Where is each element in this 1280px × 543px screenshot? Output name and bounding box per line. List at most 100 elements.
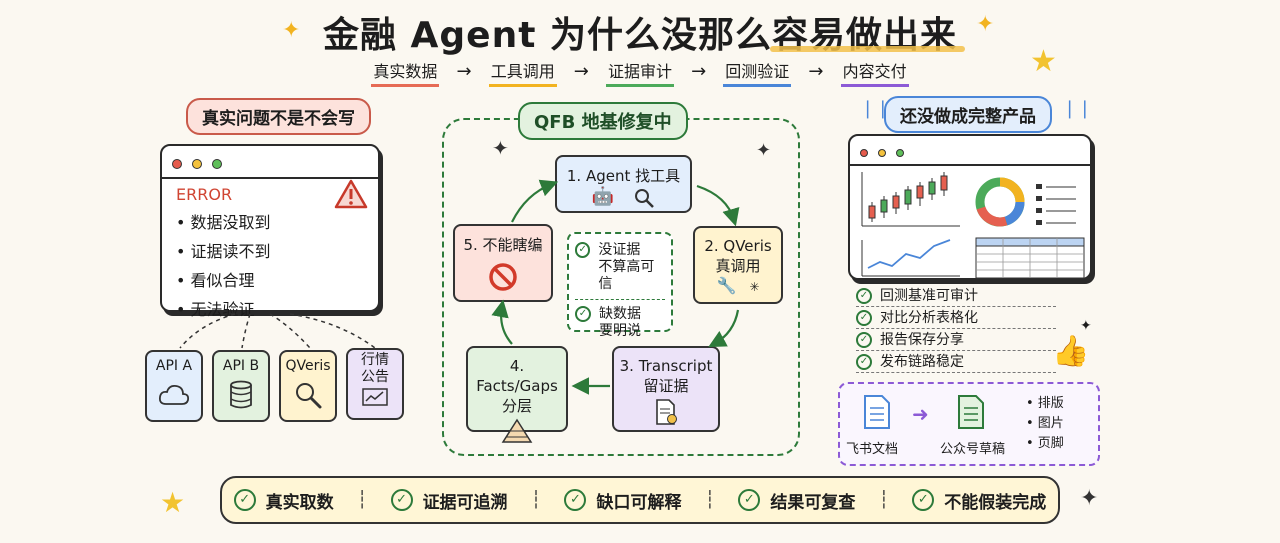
checklist-text: 回测基准可审计 (880, 288, 978, 304)
flow-step: 真实数据 (371, 58, 440, 87)
api-label: QVeris (285, 358, 331, 374)
arrow-right-icon: → (573, 61, 589, 82)
flow-step: 回测验证 (723, 58, 792, 87)
sparkle-icon: ✦ (492, 136, 509, 160)
check-icon: ✓ (390, 489, 413, 511)
error-list: • 数据没取到 • 证据读不到 • 看似合理 • 无法验证 (162, 209, 378, 320)
rule-row: ✓ 缺数据 要明说 (575, 306, 665, 340)
close-dot-icon (860, 149, 868, 157)
step-label: 5. 不能瞎编 (463, 236, 543, 254)
check-icon: ✓ (856, 310, 872, 326)
sparkle-icon: ✦ (282, 18, 301, 43)
error-window: ERROR • 数据没取到 • 证据读不到 • 看似合理 • 无法验证 (160, 144, 380, 319)
step-label: 1. Agent 找工具 (566, 167, 681, 185)
window-controls (162, 146, 378, 177)
principle-text: 真实取数 (265, 492, 334, 513)
robot-icon: 🤖 (591, 186, 615, 207)
maximize-dot-icon (212, 159, 223, 169)
principle-item: ✓证据可追溯 (390, 488, 508, 513)
document-icon (958, 395, 984, 429)
principle-item: ✓ 真实取数 (233, 488, 334, 513)
api-box-qveris: QVeris (279, 350, 337, 422)
principle-item: ✓缺口可解释 (564, 488, 681, 513)
step-box-4: 4. Facts/Gaps 分层 (466, 346, 568, 443)
list-item: • 页脚 (1026, 436, 1064, 451)
flow-step: 证据审计 (605, 58, 674, 87)
divider: ┆ (878, 490, 889, 510)
step-box-2: 2. QVeris 真调用 🔧 ✳ (693, 226, 783, 304)
document-check-icon (656, 399, 677, 425)
step-label: 2. QVeris 真调用 (704, 237, 772, 275)
check-icon: ✓ (912, 489, 935, 511)
arrow-right-icon: → (691, 61, 707, 82)
check-icon: ✓ (856, 288, 872, 304)
checklist-text: 报告保存分享 (880, 332, 964, 348)
arrow-right-icon: ➜ (912, 402, 929, 426)
database-icon (230, 380, 252, 409)
checklist-text: 发布链路稳定 (880, 354, 964, 370)
checklist-item: ✓ 发布链路稳定 (856, 351, 1056, 373)
wrench-icon: 🔧 (716, 276, 737, 295)
step-box-5: 5. 不能瞎编 (453, 224, 553, 302)
right-section-tag: 还没做成完整产品 (884, 96, 1052, 133)
sparkle-icon: ✦ (756, 140, 772, 161)
maximize-dot-icon (896, 149, 905, 157)
check-icon: ✓ (233, 489, 256, 511)
principle-text: 不能假装完成 (944, 492, 1047, 513)
arrow-right-icon: → (456, 61, 472, 82)
list-item: • 看似合理 (176, 271, 255, 290)
title-highlight (770, 46, 965, 52)
connector-lines (179, 313, 376, 349)
rule-text: 没证据 不算高可信 (598, 242, 655, 292)
rule-row: ✓ 没证据 不算高可信 (575, 242, 665, 293)
magnifier-icon (635, 188, 654, 208)
sparkle-icon: ❘❘ (860, 98, 891, 119)
dashboard-window (848, 134, 1092, 280)
check-icon: ✓ (564, 489, 587, 511)
api-box-market: 行情 公告 (346, 348, 404, 420)
flow-step: 工具调用 (488, 58, 557, 87)
flow-step: 内容交付 (840, 58, 909, 87)
rule-text: 缺数据 要明说 (599, 306, 641, 339)
sparkle-icon: ✳ (749, 280, 760, 294)
list-item: • 数据没取到 (176, 213, 271, 232)
list-item: • 排版 (1026, 396, 1064, 411)
prohibited-icon (489, 263, 517, 291)
arrow-right-icon: → (808, 61, 824, 82)
pyramid-icon (501, 418, 533, 443)
list-item: • 图片 (1026, 416, 1064, 431)
center-section-tag: QFB 地基修复中 (518, 102, 688, 140)
check-icon: ✓ (575, 306, 591, 322)
delivery-target: 公众号草稿 (940, 442, 1006, 457)
minimize-dot-icon (878, 149, 887, 157)
checklist-item: ✓ 回测基准可审计 (856, 285, 1056, 307)
step-box-3: 3. Transcript 留证据 (612, 346, 720, 432)
api-label: API B (222, 358, 260, 374)
star-icon: ★ (1030, 44, 1057, 79)
sparkle-icon: ❘❘ (1062, 98, 1093, 119)
window-controls (850, 136, 1090, 164)
checklist: ✓ 回测基准可审计 ✓ 对比分析表格化 ✓ 报告保存分享 ✓ 发布链路稳定 (856, 285, 1056, 373)
sparkle-icon: ✦ (1080, 318, 1092, 334)
check-icon: ✓ (856, 332, 872, 348)
principle-item: ✓ 结果可复查 (738, 488, 855, 513)
api-label: API A (155, 358, 193, 374)
sparkle-icon: ✦ (1080, 486, 1099, 511)
rules-box: ✓ 没证据 不算高可信 ✓ 缺数据 要明说 (567, 232, 673, 339)
check-icon: ✓ (738, 489, 761, 511)
check-icon: ✓ (856, 354, 872, 370)
principle-item: ✓ 不能假装完成 (912, 488, 1046, 513)
magnifier-icon (296, 383, 322, 409)
check-icon: ✓ (575, 242, 591, 258)
delivery-items: • 排版 • 图片 • 页脚 (1026, 394, 1064, 454)
step-box-1: 1. Agent 找工具 🤖 (555, 155, 692, 213)
error-title: ERROR (176, 185, 233, 204)
dashboard-preview-icon (861, 172, 1085, 279)
checklist-text: 对比分析表格化 (880, 310, 978, 326)
left-section-tag: 真实问题不是不会写 (186, 98, 371, 135)
close-dot-icon (172, 159, 182, 169)
warning-icon (334, 179, 368, 209)
step-label: 4. Facts/Gaps 分层 (476, 357, 558, 415)
principle-text: 结果可复查 (770, 492, 856, 513)
minimize-dot-icon (192, 159, 203, 169)
